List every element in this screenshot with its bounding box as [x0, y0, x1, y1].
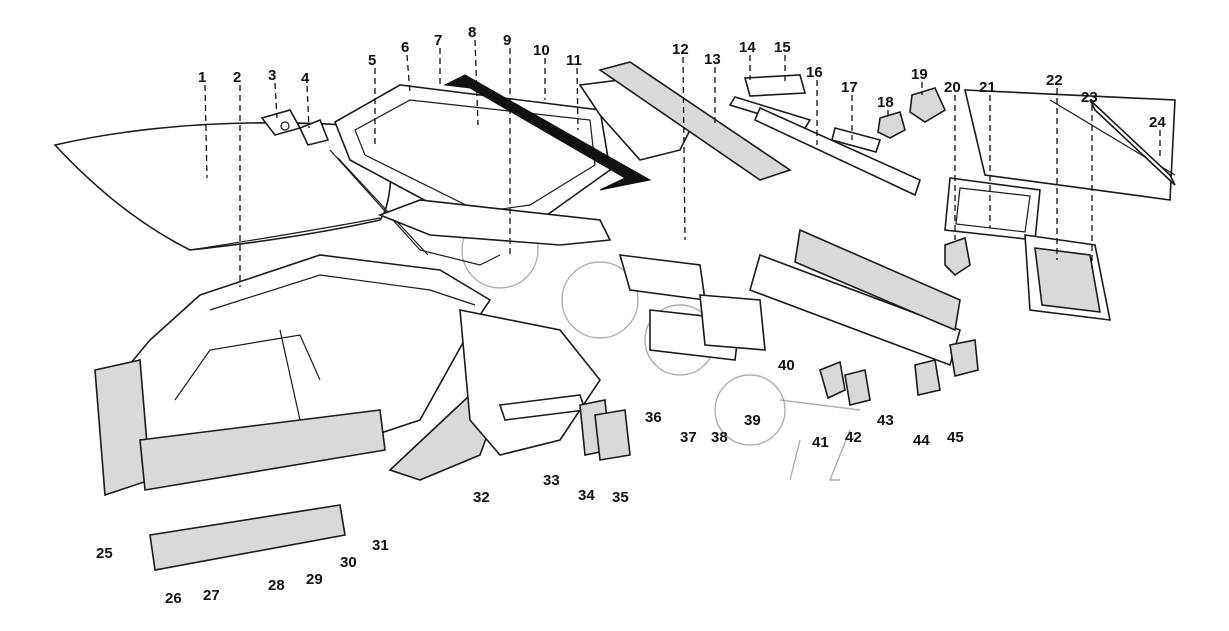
label-7: 7	[434, 32, 442, 49]
label-30: 30	[340, 554, 357, 571]
roof-panel	[53, 121, 393, 251]
label-3: 3	[268, 67, 276, 84]
label-8: 8	[468, 24, 476, 41]
label-13: 13	[704, 51, 721, 68]
label-42: 42	[845, 429, 862, 446]
label-38: 38	[711, 429, 728, 446]
label-10: 10	[533, 42, 550, 59]
label-20: 20	[944, 79, 961, 96]
label-4: 4	[301, 70, 310, 87]
label-27: 27	[203, 587, 220, 604]
label-16: 16	[806, 64, 823, 81]
label-25: 25	[96, 545, 113, 562]
label-14: 14	[739, 39, 756, 56]
label-36: 36	[645, 409, 662, 426]
label-39: 39	[744, 412, 761, 429]
label-6: 6	[401, 39, 409, 56]
label-21: 21	[979, 79, 996, 96]
label-43: 43	[877, 412, 894, 429]
label-9: 9	[503, 32, 511, 49]
leader-lines	[204, 39, 1161, 287]
label-11: 11	[566, 52, 582, 69]
label-28: 28	[268, 577, 285, 594]
label-44: 44	[913, 432, 930, 449]
label-19: 19	[911, 66, 928, 83]
label-31: 31	[372, 537, 389, 554]
part-labels: 1 2 3 4 5 6 7 8 9 10 11 12 13 14 15 16 1…	[96, 24, 1166, 607]
label-26: 26	[165, 590, 182, 607]
label-15: 15	[774, 39, 791, 56]
label-18: 18	[877, 94, 894, 111]
label-32: 32	[473, 489, 490, 506]
windshield-seal	[443, 74, 652, 191]
label-45: 45	[947, 429, 964, 446]
label-24: 24	[1149, 114, 1166, 131]
label-41: 41	[812, 434, 829, 451]
label-12: 12	[672, 41, 689, 58]
label-17: 17	[841, 79, 858, 96]
label-5: 5	[368, 52, 376, 69]
label-33: 33	[543, 472, 560, 489]
label-23: 23	[1081, 89, 1098, 106]
label-22: 22	[1046, 72, 1063, 89]
label-2: 2	[233, 69, 241, 86]
label-37: 37	[680, 429, 697, 446]
label-40: 40	[778, 357, 795, 374]
label-35: 35	[612, 489, 629, 506]
label-29: 29	[306, 571, 323, 588]
label-34: 34	[578, 487, 595, 504]
label-1: 1	[198, 69, 206, 86]
